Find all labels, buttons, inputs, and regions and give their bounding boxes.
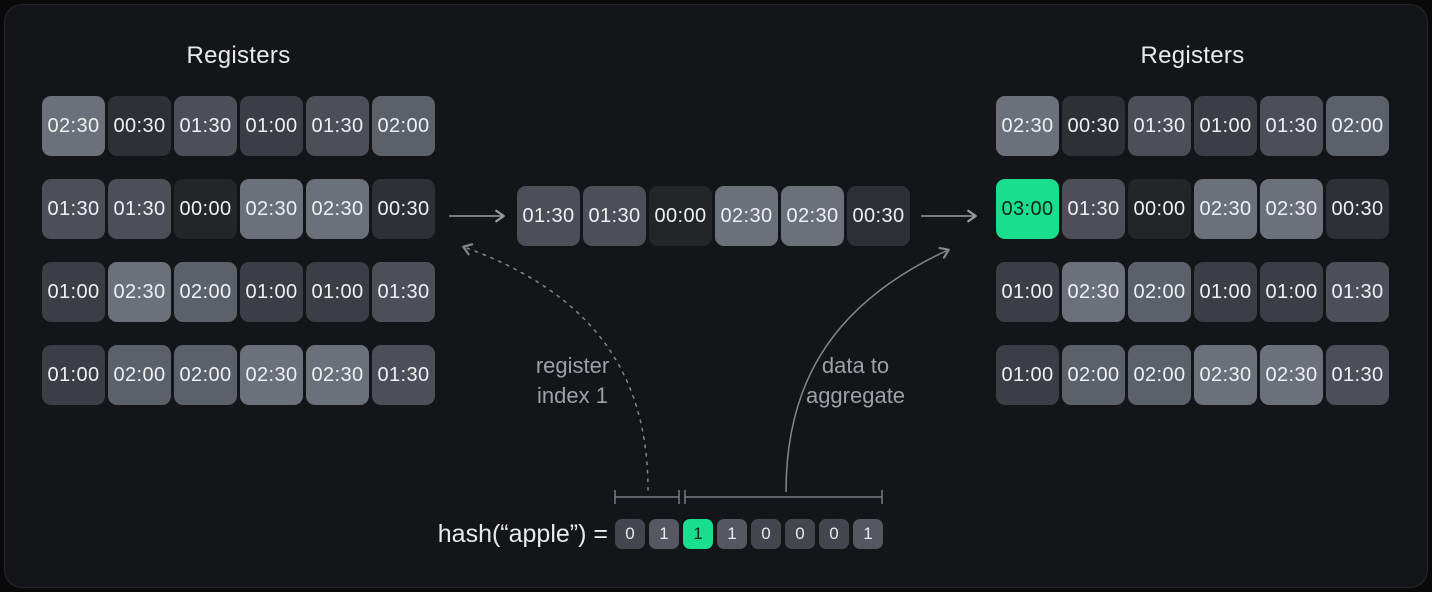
- register-cell: 01:30: [174, 96, 237, 156]
- register-index-note-line2: index 1: [537, 383, 608, 408]
- register-cell: 01:30: [1062, 179, 1125, 239]
- register-cell: 01:00: [306, 262, 369, 322]
- register-cell: 01:30: [372, 262, 435, 322]
- register-cell: 01:00: [42, 262, 105, 322]
- register-cell: 02:00: [372, 96, 435, 156]
- register-cell: 01:30: [1326, 262, 1389, 322]
- hash-expression-label: hash(“apple”) =: [437, 520, 608, 548]
- register-cell: 01:00: [42, 345, 105, 405]
- register-index-note-line1: register: [535, 353, 610, 378]
- register-cell: 02:30: [306, 345, 369, 405]
- data-to-aggregate-note: data to aggregate: [783, 351, 928, 411]
- register-cell: 02:30: [240, 345, 303, 405]
- register-cell: 02:30: [1194, 345, 1257, 405]
- register-cell: 00:00: [649, 186, 712, 246]
- right-registers-title: Registers: [1140, 42, 1245, 69]
- register-cell: 02:30: [1260, 179, 1323, 239]
- register-cell-highlighted: 03:00: [996, 179, 1059, 239]
- register-cell: 02:00: [174, 345, 237, 405]
- hash-bit: 1: [717, 519, 747, 549]
- register-cell: 00:30: [108, 96, 171, 156]
- register-cell: 01:30: [1326, 345, 1389, 405]
- register-cell: 01:00: [996, 345, 1059, 405]
- register-cell: 01:30: [42, 179, 105, 239]
- register-index-note: register index 1: [500, 351, 645, 411]
- register-cell: 00:30: [1062, 96, 1125, 156]
- hash-bit-highlighted: 1: [683, 519, 713, 549]
- register-cell: 01:00: [240, 262, 303, 322]
- register-cell: 02:30: [1260, 345, 1323, 405]
- register-cell: 02:30: [240, 179, 303, 239]
- register-cell: 02:30: [996, 96, 1059, 156]
- register-cell: 01:00: [1194, 262, 1257, 322]
- register-cell: 01:00: [1194, 96, 1257, 156]
- register-cell: 00:30: [1326, 179, 1389, 239]
- hash-bit: 1: [853, 519, 883, 549]
- register-cell: 02:00: [1128, 262, 1191, 322]
- data-to-aggregate-note-line1: data to: [821, 353, 890, 378]
- register-cell: 00:30: [847, 186, 910, 246]
- register-cell: 01:30: [583, 186, 646, 246]
- hash-bit: 0: [819, 519, 849, 549]
- register-cell: 01:30: [1260, 96, 1323, 156]
- hash-bit: 1: [649, 519, 679, 549]
- hash-bit: 0: [615, 519, 645, 549]
- register-cell: 02:30: [1194, 179, 1257, 239]
- register-cell: 02:30: [108, 262, 171, 322]
- register-cell: 01:30: [306, 96, 369, 156]
- register-cell: 02:00: [1062, 345, 1125, 405]
- register-cell: 02:30: [306, 179, 369, 239]
- register-cell: 02:30: [715, 186, 778, 246]
- register-cell: 01:00: [240, 96, 303, 156]
- register-cell: 02:30: [1062, 262, 1125, 322]
- register-cell: 01:00: [1260, 262, 1323, 322]
- register-cell: 01:30: [1128, 96, 1191, 156]
- register-cell: 02:30: [781, 186, 844, 246]
- register-cell: 01:30: [372, 345, 435, 405]
- register-cell: 02:00: [108, 345, 171, 405]
- register-cell: 02:00: [1128, 345, 1191, 405]
- register-cell: 01:30: [517, 186, 580, 246]
- register-cell: 01:30: [108, 179, 171, 239]
- register-cell: 02:00: [1326, 96, 1389, 156]
- register-cell: 00:00: [1128, 179, 1191, 239]
- register-cell: 01:00: [996, 262, 1059, 322]
- left-registers-title: Registers: [186, 42, 291, 69]
- hash-bit: 0: [751, 519, 781, 549]
- register-cell: 00:30: [372, 179, 435, 239]
- register-cell: 00:00: [174, 179, 237, 239]
- register-cell: 02:00: [174, 262, 237, 322]
- data-to-aggregate-note-line2: aggregate: [805, 383, 906, 408]
- register-cell: 02:30: [42, 96, 105, 156]
- hash-bit: 0: [785, 519, 815, 549]
